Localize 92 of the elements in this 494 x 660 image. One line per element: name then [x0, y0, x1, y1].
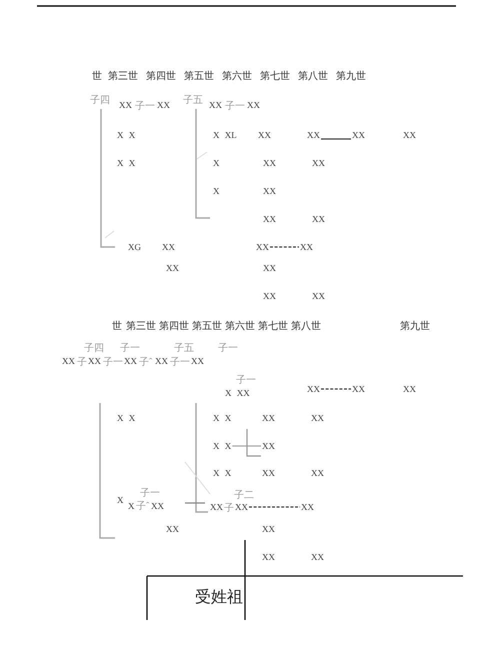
- person-name: X: [213, 158, 220, 168]
- ancestor-label: 受姓祖: [195, 589, 243, 607]
- generation-heading: 第五世: [184, 71, 214, 83]
- child-order-note: 子: [224, 503, 234, 515]
- person-name: XX: [262, 413, 275, 423]
- person-name: XX: [403, 130, 416, 140]
- person-name: XX: [307, 384, 320, 394]
- generation-heading: 第七世: [260, 71, 290, 83]
- child-order-note: 子ˆ: [136, 501, 150, 513]
- person-name: X XL: [213, 130, 237, 140]
- person-name: X X: [117, 130, 136, 140]
- person-name: XX: [124, 356, 137, 366]
- generation-heading: 第六世: [222, 71, 252, 83]
- child-order-note: 子二: [234, 490, 254, 502]
- connector-line: [248, 506, 300, 508]
- person-name: X X: [117, 158, 136, 168]
- generation-heading: 第六世: [225, 321, 255, 333]
- person-name: X X: [213, 441, 232, 451]
- child-order-note: 子一: [135, 101, 155, 113]
- child-order-note: 子一: [225, 101, 245, 113]
- generation-heading: 第九世: [336, 71, 366, 83]
- person-name: XX: [247, 100, 260, 110]
- generation-heading: 第八世: [298, 71, 328, 83]
- person-name: XX: [263, 291, 276, 301]
- person-name: X X: [213, 468, 232, 478]
- connector-line: [270, 246, 300, 248]
- person-name: XX: [191, 356, 204, 366]
- person-name: XX: [166, 524, 179, 534]
- person-name: X X: [213, 413, 232, 423]
- person-name: XX: [301, 502, 314, 512]
- person-name: X: [117, 495, 124, 505]
- person-name: XX: [352, 384, 365, 394]
- child-order-note: 子ˆ: [139, 357, 152, 369]
- person-name: XX: [210, 502, 223, 512]
- child-order-note: 子五: [174, 343, 194, 355]
- person-name: XX: [307, 130, 320, 140]
- person-name: XX: [311, 552, 324, 562]
- person-name: XX: [263, 158, 276, 168]
- person-name: XX: [262, 524, 275, 534]
- child-order-note: 子五: [183, 95, 203, 107]
- person-name: XX: [312, 214, 325, 224]
- connector-line: [320, 138, 352, 140]
- generation-heading: 世: [92, 71, 102, 83]
- generation-heading: 第九世: [400, 321, 430, 333]
- person-name: XX: [262, 468, 275, 478]
- person-name: XX: [209, 100, 222, 110]
- person-name: X X: [117, 413, 136, 423]
- person-name: X XX: [225, 388, 250, 398]
- child-order-note: 子四: [90, 95, 110, 107]
- person-name: X: [128, 501, 134, 511]
- connector-line: [320, 388, 352, 390]
- child-order-note: 子一: [140, 488, 160, 500]
- generation-heading: 第四世: [146, 71, 176, 83]
- person-name: XX: [88, 356, 101, 366]
- child-order-note: 子: [77, 357, 87, 369]
- person-name: XX: [162, 242, 175, 252]
- person-name: XG: [128, 242, 141, 252]
- person-name: XX: [262, 552, 275, 562]
- generation-heading: 第五世: [192, 321, 222, 333]
- person-name: XX: [311, 468, 324, 478]
- child-order-note: 子一: [236, 375, 256, 387]
- person-name: XX: [403, 384, 416, 394]
- person-name: XX: [352, 130, 365, 140]
- person-name: XX: [300, 242, 313, 252]
- generation-heading: 第四世: [159, 321, 189, 333]
- person-name: XX: [62, 356, 75, 366]
- person-name: XX: [312, 291, 325, 301]
- generation-heading: 第三世: [126, 321, 156, 333]
- person-name: XX: [155, 356, 168, 366]
- person-name: XX: [151, 501, 164, 511]
- generation-heading: 第七世: [258, 321, 288, 333]
- generation-heading: 第八世: [291, 321, 321, 333]
- person-name: XX: [256, 242, 269, 252]
- child-order-note: 子四: [84, 343, 104, 355]
- generation-heading: 世: [112, 321, 122, 333]
- person-name: XX: [119, 100, 132, 110]
- person-name: XX: [262, 441, 275, 451]
- person-name: XX: [311, 413, 324, 423]
- child-order-note: 子一: [218, 343, 238, 355]
- person-name: XX: [157, 100, 170, 110]
- person-name: XX: [263, 263, 276, 273]
- child-order-note: 子一: [103, 357, 123, 369]
- person-name: XX: [166, 263, 179, 273]
- generation-heading: 第三世: [108, 71, 138, 83]
- person-name: XX: [263, 186, 276, 196]
- person-name: XX: [258, 130, 271, 140]
- person-name: XX: [235, 502, 248, 512]
- child-order-note: 子一: [170, 357, 190, 369]
- person-name: XX: [312, 158, 325, 168]
- child-order-note: 子一: [120, 343, 140, 355]
- person-name: X: [213, 186, 220, 196]
- person-name: XX: [263, 214, 276, 224]
